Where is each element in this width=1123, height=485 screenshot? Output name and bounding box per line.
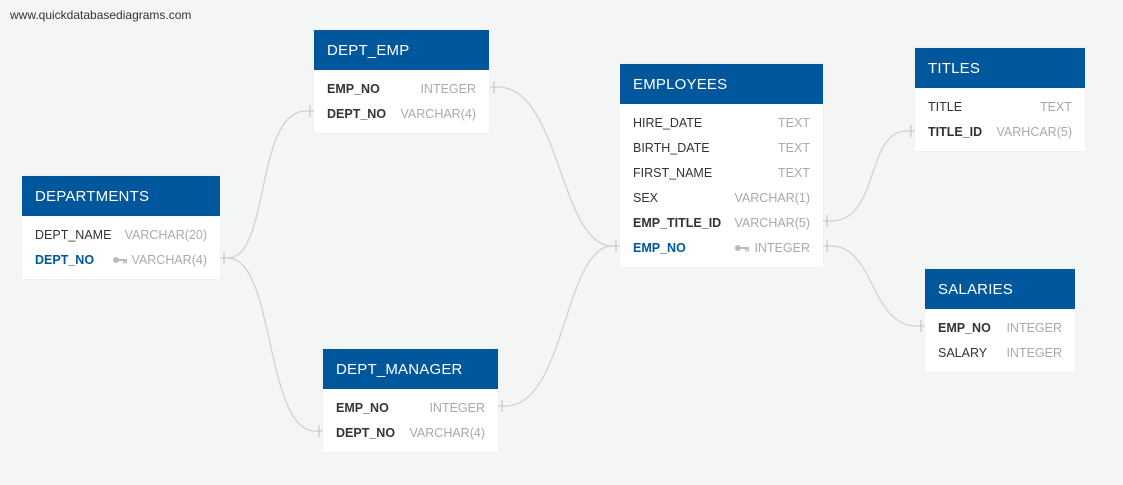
link-deptemp-departments [220, 110, 314, 259]
field-type: TEXT [778, 140, 810, 155]
field-type: VARCHAR(4) [409, 425, 485, 440]
field-name: SALARY [938, 345, 988, 360]
field-name: FIRST_NAME [633, 165, 713, 180]
field-type: INTEGER [429, 400, 485, 415]
field-type: VARCHAR(20) [124, 227, 207, 242]
table-header[interactable]: EMPLOYEES [620, 64, 823, 104]
field-type: INTEGER [420, 81, 476, 96]
table-header[interactable]: DEPARTMENTS [22, 176, 220, 216]
link-deptmanager-employees [498, 245, 613, 407]
field-row[interactable]: EMP_NO INTEGER [620, 235, 823, 260]
field-type: TEXT [1040, 99, 1072, 114]
field-name: TITLE_ID [928, 124, 983, 139]
table-titles[interactable]: TITLES TITLE TEXT TITLE_ID VARHCAR(5) [915, 48, 1085, 151]
table-header[interactable]: SALARIES [925, 269, 1075, 309]
field-name: SEX [633, 190, 659, 205]
field-name: EMP_NO [938, 320, 991, 335]
table-header[interactable]: TITLES [915, 48, 1085, 88]
field-row[interactable]: EMP_NO INTEGER [323, 395, 498, 420]
field-name: EMP_NO [336, 400, 389, 415]
field-type: VARCHAR(5) [734, 215, 810, 230]
table-salaries[interactable]: SALARIES EMP_NO INTEGER SALARY INTEGER [925, 269, 1075, 372]
field-row[interactable]: DEPT_NO VARCHAR(4) [323, 420, 498, 445]
key-icon [112, 256, 127, 263]
field-name: EMP_NO [327, 81, 380, 96]
field-name: TITLE [928, 99, 963, 114]
field-type: INTEGER [754, 240, 810, 255]
table-dept-manager[interactable]: DEPT_MANAGER EMP_NO INTEGER DEPT_NO VARC… [323, 349, 498, 452]
field-row[interactable]: DEPT_NO VARCHAR(4) [22, 247, 220, 272]
field-name: EMP_TITLE_ID [633, 215, 722, 230]
field-row[interactable]: EMP_NO INTEGER [925, 315, 1075, 340]
field-name: EMP_NO [633, 240, 686, 255]
field-type-wrapper: VARCHAR(4) [112, 253, 207, 267]
field-type: INTEGER [1006, 320, 1062, 335]
field-row[interactable]: TITLE_ID VARHCAR(5) [915, 119, 1085, 144]
field-type: TEXT [778, 165, 810, 180]
field-name: DEPT_NAME [35, 227, 112, 242]
table-dept-emp[interactable]: DEPT_EMP EMP_NO INTEGER DEPT_NO VARCHAR(… [314, 30, 489, 133]
table-header[interactable]: DEPT_MANAGER [323, 349, 498, 389]
link-deptmanager-departments [227, 257, 323, 432]
field-type: VARCHAR(4) [131, 252, 207, 267]
field-name: DEPT_NO [35, 252, 95, 267]
field-row[interactable]: SEX VARCHAR(1) [620, 185, 823, 210]
field-row[interactable]: FIRST_NAME TEXT [620, 160, 823, 185]
field-name: HIRE_DATE [633, 115, 703, 130]
field-type-wrapper: INTEGER [734, 241, 810, 255]
field-row[interactable]: HIRE_DATE TEXT [620, 110, 823, 135]
link-deptemp-employees [490, 86, 620, 247]
field-row[interactable]: DEPT_NAME VARCHAR(20) [22, 222, 220, 247]
field-row[interactable]: EMP_TITLE_ID VARCHAR(5) [620, 210, 823, 235]
field-row[interactable]: EMP_NO INTEGER [314, 76, 489, 101]
field-name: DEPT_NO [336, 425, 396, 440]
link-salaries-employees [823, 245, 925, 327]
field-type: VARCHAR(4) [400, 106, 476, 121]
field-type: VARHCAR(5) [996, 124, 1072, 139]
link-employees-titles [823, 130, 915, 222]
field-type: TEXT [778, 115, 810, 130]
field-row[interactable]: DEPT_NO VARCHAR(4) [314, 101, 489, 126]
key-icon [735, 244, 750, 251]
table-header[interactable]: DEPT_EMP [314, 30, 489, 70]
field-type: INTEGER [1006, 345, 1062, 360]
field-row[interactable]: TITLE TEXT [915, 94, 1085, 119]
field-name: DEPT_NO [327, 106, 387, 121]
field-row[interactable]: BIRTH_DATE TEXT [620, 135, 823, 160]
site-watermark: www.quickdatabasediagrams.com [10, 8, 192, 22]
table-departments[interactable]: DEPARTMENTS DEPT_NAME VARCHAR(20) DEPT_N… [22, 176, 220, 279]
field-type: VARCHAR(1) [734, 190, 810, 205]
table-employees[interactable]: EMPLOYEES HIRE_DATE TEXT BIRTH_DATE TEXT… [620, 64, 823, 267]
field-name: BIRTH_DATE [633, 140, 710, 155]
field-row[interactable]: SALARY INTEGER [925, 340, 1075, 365]
